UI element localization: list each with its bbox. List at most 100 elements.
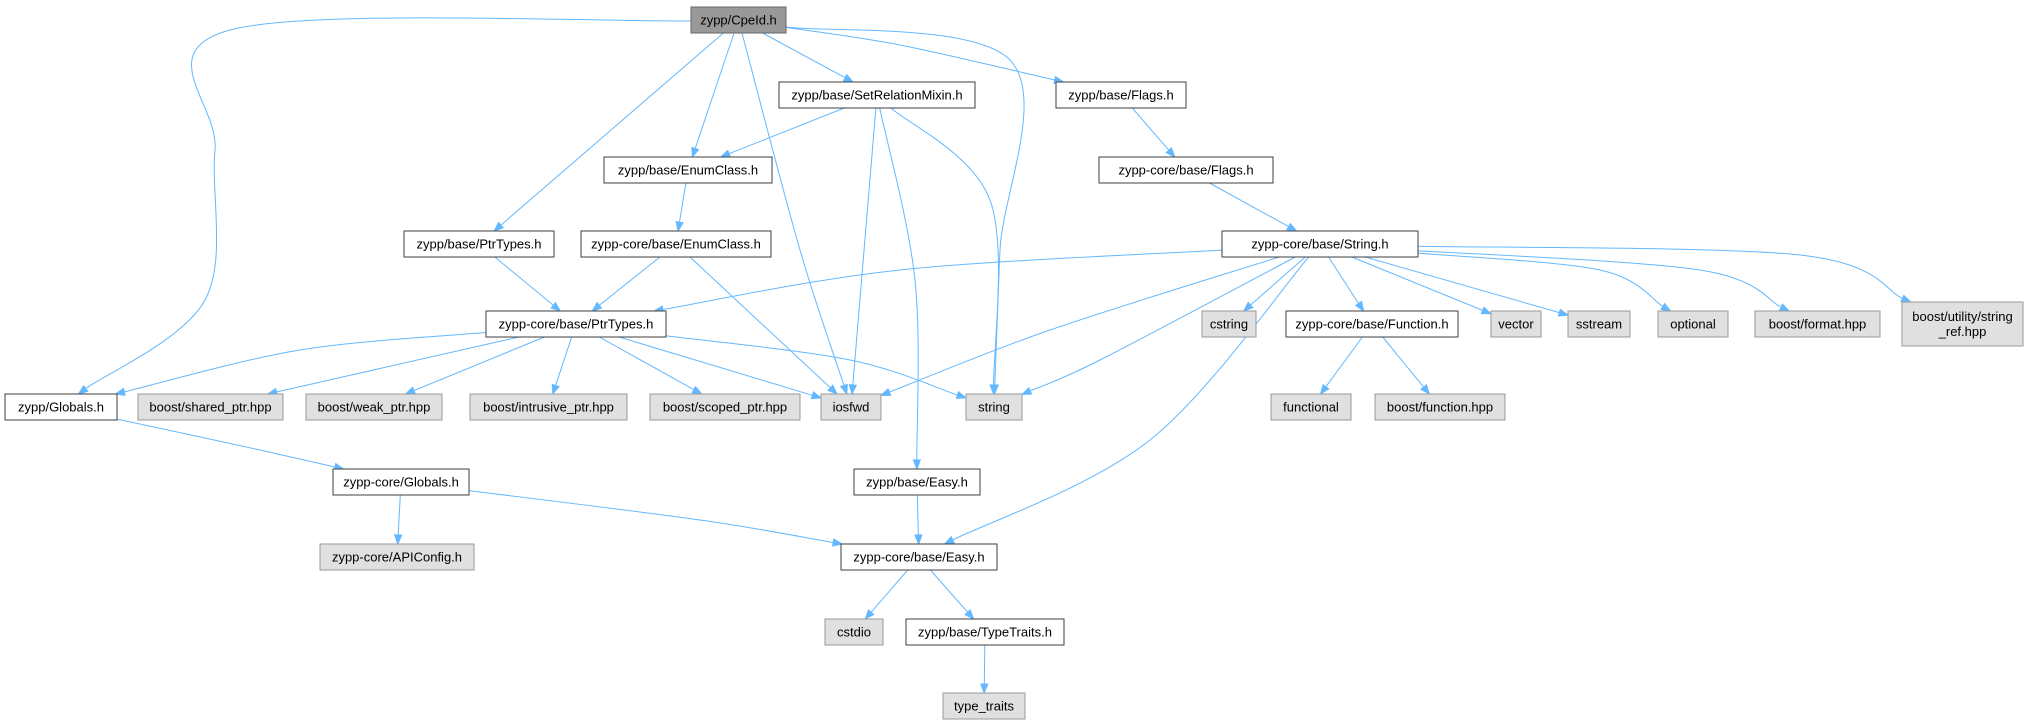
node-coreglobals[interactable]: zypp-core/Globals.h: [332, 468, 470, 496]
edge-line: [1328, 256, 1360, 304]
node-box: [778, 81, 976, 109]
node-label: string: [978, 400, 1010, 415]
edge-line: [870, 569, 909, 613]
node-box: [853, 468, 981, 496]
edge-flags-to-coreflags: [1131, 107, 1176, 159]
node-label: optional: [1670, 317, 1716, 332]
edge-arrowhead: [943, 535, 956, 545]
node-coreptr[interactable]: zypp-core/base/PtrTypes.h: [485, 310, 667, 338]
node-box: [1657, 310, 1729, 338]
node-bfunction: boost/function.hpp: [1374, 393, 1506, 421]
edge-corestring-to-bformat: [1417, 250, 1791, 312]
edge-line: [1351, 256, 1483, 311]
node-label: zypp-core/Globals.h: [343, 475, 459, 490]
node-box: [1285, 310, 1459, 338]
edge-corestring-to-string: [1020, 256, 1296, 396]
edge-line: [679, 182, 687, 223]
edge-coreglobals-to-apiconfig: [393, 494, 403, 546]
node-box: [1201, 310, 1257, 338]
edge-arrowhead: [827, 384, 839, 395]
node-box: [603, 156, 773, 184]
node-box: [905, 618, 1065, 646]
node-box: [824, 618, 884, 646]
edge-line: [397, 494, 401, 536]
edge-coreenum-to-iosfwd: [689, 256, 839, 395]
node-label: boost/format.hpp: [1769, 317, 1867, 332]
edge-arrowhead: [879, 388, 892, 396]
edge-coreptr-to-bshared: [266, 336, 519, 397]
node-label-line: type_traits: [954, 699, 1014, 714]
node-coreeasy[interactable]: zypp-core/base/Easy.h: [840, 543, 998, 571]
edge-line: [500, 32, 724, 226]
edge-arrowhead: [1480, 306, 1493, 315]
node-coreflags[interactable]: zypp-core/base/Flags.h: [1098, 156, 1274, 184]
edge-coreptr-to-globals: [114, 332, 487, 396]
edge-line: [930, 569, 968, 613]
node-box: [942, 692, 1026, 720]
edge-line: [1382, 336, 1424, 388]
node-coreenum[interactable]: zypp-core/base/EnumClass.h: [580, 230, 772, 258]
node-label-line: sstream: [1576, 317, 1622, 332]
node-box: [332, 468, 470, 496]
edge-arrowhead: [1778, 303, 1791, 312]
node-ptrtypes[interactable]: zypp/base/PtrTypes.h: [403, 230, 555, 258]
edge-line: [694, 32, 735, 149]
edge-setrel-to-string: [890, 107, 999, 396]
edge-line: [468, 490, 834, 543]
edge-coreeasy-to-cstdio: [864, 569, 909, 621]
node-flags[interactable]: zypp/base/Flags.h: [1055, 81, 1187, 109]
node-label-line: string: [978, 400, 1010, 415]
edge-line: [1131, 107, 1170, 151]
node-bformat: boost/format.hpp: [1754, 310, 1881, 338]
node-box: [1567, 310, 1631, 338]
edge-cpeid-to-globals: [77, 17, 692, 395]
node-label-line: zypp/CpeId.h: [700, 13, 777, 28]
node-corefunc[interactable]: zypp-core/base/Function.h: [1285, 310, 1459, 338]
node-type_traits: type_traits: [942, 692, 1026, 720]
edge-arrowhead: [1319, 383, 1330, 396]
edge-line: [276, 336, 519, 393]
node-enumclass[interactable]: zypp/base/EnumClass.h: [603, 156, 773, 184]
node-label-line: zypp/base/PtrTypes.h: [416, 237, 541, 252]
edge-line: [741, 32, 845, 386]
edge-ptrtypes-to-coreptr: [494, 256, 562, 312]
edge-line: [762, 32, 846, 79]
edge-setrel-to-easy: [879, 107, 922, 471]
node-box: [319, 543, 475, 571]
node-label: boost/shared_ptr.hpp: [149, 400, 271, 415]
edge-line: [785, 26, 1055, 81]
nodes-layer: zypp/CpeId.h zypp/base/SetRelationMixin.h…: [4, 6, 2024, 720]
node-label-line: zypp-core/base/Flags.h: [1118, 163, 1253, 178]
edge-line: [116, 418, 336, 468]
edge-corestring-to-vector: [1351, 256, 1493, 315]
node-easy[interactable]: zypp/base/Easy.h: [853, 468, 981, 496]
node-label: boost/utility/string_ref.hpp: [1912, 309, 2012, 339]
edge-line: [1417, 245, 1903, 299]
node-cstdio: cstdio: [824, 618, 884, 646]
edge-arrowhead: [914, 534, 923, 546]
edge-cpeid-to-iosfwd: [741, 32, 848, 396]
node-label: zypp-core/base/Easy.h: [853, 550, 984, 565]
node-label: zypp/base/EnumClass.h: [618, 163, 758, 178]
node-label-line: boost/intrusive_ptr.hpp: [483, 400, 614, 415]
edge-typetraits-to-type_traits: [980, 644, 989, 695]
node-label: zypp/base/TypeTraits.h: [918, 625, 1052, 640]
edge-line: [952, 256, 1310, 541]
node-box: [1901, 301, 2024, 347]
node-label-line: zypp/base/Flags.h: [1068, 88, 1174, 103]
node-box: [965, 393, 1023, 421]
edge-arrowhead: [1165, 147, 1176, 159]
node-typetraits[interactable]: zypp/base/TypeTraits.h: [905, 618, 1065, 646]
edge-arrowhead: [550, 301, 562, 312]
node-box: [820, 393, 882, 421]
node-setrel[interactable]: zypp/base/SetRelationMixin.h: [778, 81, 976, 109]
node-corestring[interactable]: zypp-core/base/String.h: [1221, 230, 1419, 258]
node-box: [1490, 310, 1542, 338]
node-globals[interactable]: zypp/Globals.h: [4, 393, 118, 421]
node-label: zypp/Globals.h: [18, 400, 104, 415]
node-vector: vector: [1490, 310, 1542, 338]
edge-easy-to-coreeasy: [914, 494, 923, 546]
node-label: zypp/base/Flags.h: [1068, 88, 1174, 103]
node-cpeid: zypp/CpeId.h: [690, 6, 787, 34]
node-box: [137, 393, 284, 421]
